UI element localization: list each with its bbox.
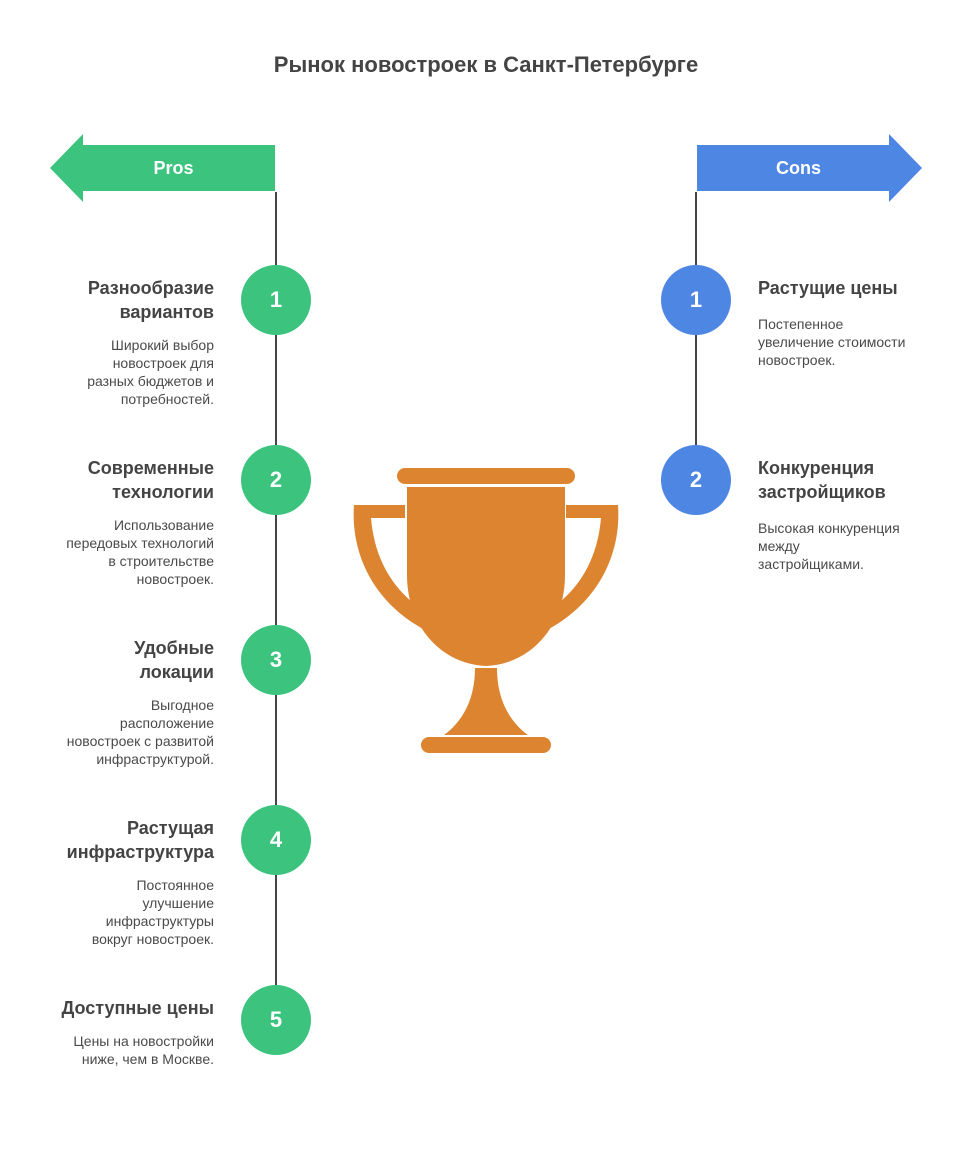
left-arrow-banner-icon <box>50 134 275 202</box>
cons-timeline-line <box>695 192 697 482</box>
pros-step-4-circle: 4 <box>241 805 311 875</box>
right-arrow-banner-icon <box>697 134 922 202</box>
cons-item-2-description: Высокая конкуренция между застройщиками. <box>758 520 900 572</box>
cons-item-1-description: Постепенное увеличение стоимости новостр… <box>758 316 906 368</box>
trophy-icon <box>353 468 619 753</box>
pros-item-5-title: Доступные цены <box>61 998 214 1018</box>
pros-item-4-description: Постоянное улучшение инфраструктуры вокр… <box>91 877 214 947</box>
cons-step-2-circle: 2 <box>661 445 731 515</box>
cons-item-2-title: Конкуренция застройщиков <box>758 458 886 502</box>
cons-item-1-title: Растущие цены <box>758 278 898 298</box>
pros-item-1-description: Широкий выбор новостроек для разных бюдж… <box>87 337 214 407</box>
pros-item-4-title: Растущая инфраструктура <box>66 818 214 862</box>
pros-banner: Pros <box>50 134 275 202</box>
pros-step-3-circle: 3 <box>241 625 311 695</box>
cons-step-1-circle: 1 <box>661 265 731 335</box>
page-title: Рынок новостроек в Санкт-Петербурге <box>273 52 699 77</box>
pros-item-3-description: Выгодное расположение новостроек с разви… <box>66 697 214 767</box>
pros-item-5-description: Цены на новостройки ниже, чем в Москве. <box>73 1033 214 1067</box>
pros-item-2-description: Использование передовых технологий в стр… <box>66 517 214 587</box>
pros-item-1-title: Разнообразие вариантов <box>87 278 214 322</box>
cons-banner: Cons <box>697 134 922 202</box>
pros-item-3-title: Удобные локации <box>134 638 214 682</box>
pros-label: Pros <box>153 158 194 178</box>
pros-step-1-circle: 1 <box>241 265 311 335</box>
pros-step-5-circle: 5 <box>241 985 311 1055</box>
pros-timeline-line <box>275 192 277 1012</box>
pros-step-2-circle: 2 <box>241 445 311 515</box>
pros-item-2-title: Современные технологии <box>87 458 214 502</box>
cons-label: Cons <box>776 158 821 178</box>
